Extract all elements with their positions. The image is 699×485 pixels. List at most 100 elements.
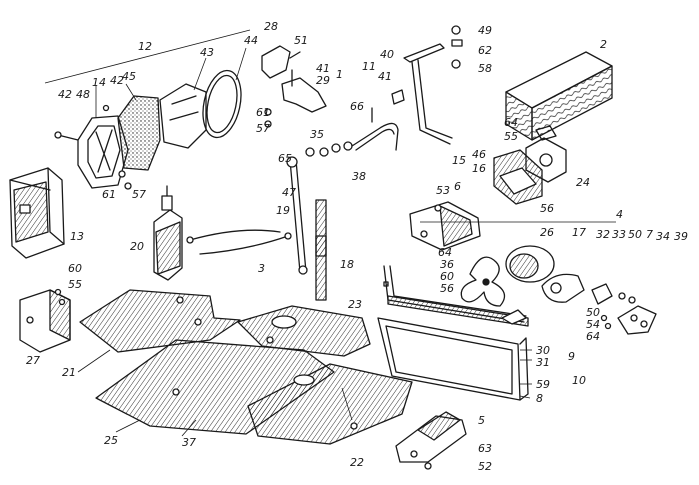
wooden-block <box>505 51 613 141</box>
callout-44: 44 <box>244 34 258 47</box>
callout-49: 49 <box>478 24 492 37</box>
callout-14: 14 <box>92 76 106 89</box>
callout-53: 53 <box>436 184 450 197</box>
callout-11: 11 <box>362 60 376 73</box>
callout-64b: 64 <box>438 246 452 259</box>
callout-26: 26 <box>540 226 554 239</box>
callout-1: 1 <box>336 68 343 81</box>
callout-7: 7 <box>646 228 653 241</box>
callout-4: 4 <box>616 208 623 221</box>
callout-60b: 60 <box>68 262 82 275</box>
callout-42: 42 <box>58 88 72 101</box>
battery-box <box>9 167 65 259</box>
callout-59: 59 <box>536 378 550 391</box>
callout-8: 8 <box>536 392 543 405</box>
bracket-6 <box>409 201 481 251</box>
mirror-arm <box>391 25 463 145</box>
hinge-strips <box>315 199 327 301</box>
callout-55b: 55 <box>68 278 82 291</box>
callout-46: 46 <box>472 148 486 161</box>
callout-61: 61 <box>256 106 270 119</box>
callout-labels: 12 28 51 41 29 1 44 43 45 42 14 48 42 61… <box>26 20 688 473</box>
callout-41b: 41 <box>378 70 392 83</box>
callout-15: 15 <box>452 154 466 167</box>
callout-58: 58 <box>478 62 492 75</box>
callout-27: 27 <box>26 354 40 367</box>
headlight-lens <box>117 95 161 171</box>
callout-24: 24 <box>576 176 590 189</box>
callout-18: 18 <box>340 258 354 271</box>
floor-mat-21 <box>79 289 241 353</box>
callout-39: 39 <box>674 230 688 243</box>
callout-56b: 56 <box>440 282 454 295</box>
callout-43: 43 <box>200 46 214 59</box>
callout-63: 63 <box>478 442 492 455</box>
callout-22: 22 <box>350 456 364 469</box>
callout-31: 31 <box>536 356 550 369</box>
callout-6: 6 <box>454 180 461 193</box>
callout-45: 45 <box>122 70 136 83</box>
callout-19: 19 <box>276 204 290 217</box>
callout-35: 35 <box>310 128 324 141</box>
callout-38: 38 <box>352 170 366 183</box>
lamp-assembly <box>493 125 567 205</box>
callout-16: 16 <box>472 162 486 175</box>
callout-47: 47 <box>282 186 296 199</box>
callout-61b: 61 <box>102 188 116 201</box>
callout-40: 40 <box>380 48 394 61</box>
callout-9: 9 <box>568 350 575 363</box>
sealing-ring <box>202 69 242 139</box>
callout-50b: 50 <box>586 306 600 319</box>
headlight-group <box>44 29 251 190</box>
callout-56: 56 <box>540 202 554 215</box>
callout-34: 34 <box>656 230 670 243</box>
leader-lines <box>77 47 616 437</box>
callout-54: 54 <box>586 318 600 331</box>
callout-42b: 42 <box>110 74 124 87</box>
callout-50: 50 <box>628 228 642 241</box>
callout-2: 2 <box>600 38 607 51</box>
callout-41: 41 <box>316 62 330 75</box>
wiper-link <box>186 229 292 255</box>
floor-mat-23 <box>237 305 371 357</box>
callout-25: 25 <box>104 434 118 447</box>
fan-motor-assembly <box>460 245 657 335</box>
callout-64: 64 <box>504 116 518 129</box>
bottle <box>153 185 183 281</box>
callout-3: 3 <box>258 262 265 275</box>
headlight-bracket <box>261 45 327 128</box>
footrest-bracket <box>395 411 467 470</box>
callout-28: 28 <box>264 20 278 33</box>
callout-66: 66 <box>350 100 364 113</box>
callout-33: 33 <box>612 228 626 241</box>
floor-mat-22 <box>247 363 413 445</box>
callout-62: 62 <box>478 44 492 57</box>
callout-23: 23 <box>348 298 362 311</box>
callout-37: 37 <box>182 436 196 449</box>
callout-65: 65 <box>278 152 292 165</box>
callout-20: 20 <box>130 240 144 253</box>
callout-57: 57 <box>256 122 270 135</box>
callout-48: 48 <box>76 88 90 101</box>
callout-36: 36 <box>440 258 454 271</box>
callout-13: 13 <box>70 230 84 243</box>
callout-30: 30 <box>536 344 550 357</box>
callout-29: 29 <box>316 74 330 87</box>
windshield-frame <box>377 265 529 401</box>
shift-rod <box>305 107 399 157</box>
callout-64c: 64 <box>586 330 600 343</box>
callout-60: 60 <box>440 270 454 283</box>
callout-57b: 57 <box>132 188 146 201</box>
callout-51: 51 <box>294 34 308 47</box>
callout-55: 55 <box>504 130 518 143</box>
callout-12: 12 <box>138 40 152 53</box>
callout-10: 10 <box>572 374 586 387</box>
callout-17: 17 <box>572 226 586 239</box>
callout-52: 52 <box>478 460 492 473</box>
side-plate <box>19 288 71 353</box>
control-rod <box>286 156 308 275</box>
callout-5: 5 <box>478 414 485 427</box>
callout-32: 32 <box>596 228 610 241</box>
callout-21: 21 <box>62 366 76 379</box>
